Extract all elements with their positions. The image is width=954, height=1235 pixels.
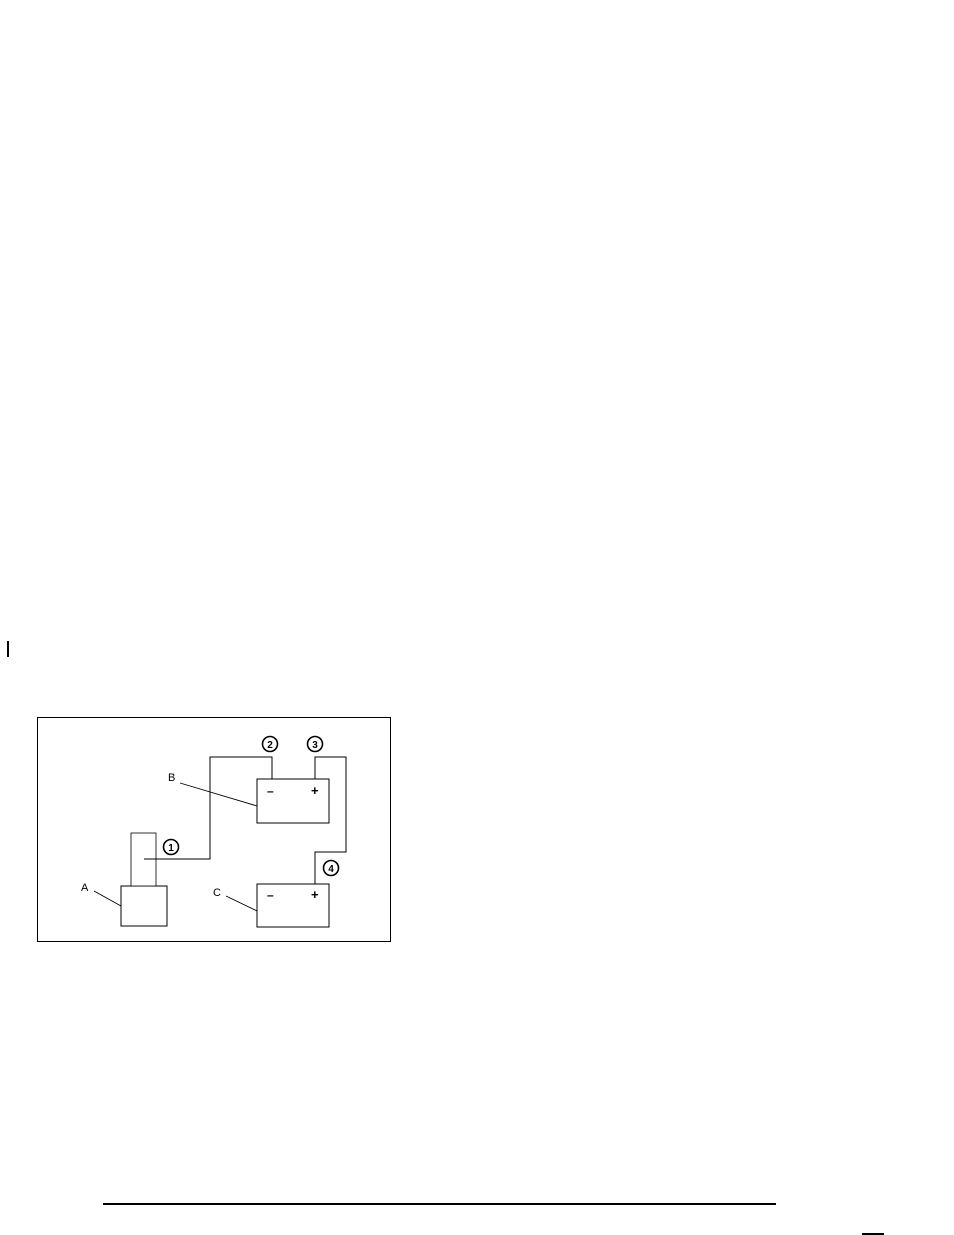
callout-4: 4 [328,864,334,875]
battery-c-negative-sign: – [267,888,274,902]
leader-b [180,783,257,806]
battery-b-negative-sign: – [267,784,274,798]
label-a: A [81,882,89,894]
label-c: C [213,887,221,899]
callout-2: 2 [267,740,273,751]
label-b: B [168,772,175,784]
leader-c [226,896,257,911]
negative-cable [144,757,272,859]
callout-3: 3 [312,740,318,751]
battery-b-positive-sign: + [311,783,319,798]
diagram-svg: A B C – + – + 1 2 3 4 [38,718,392,943]
component-a-box [121,886,167,926]
footer-rule [103,1203,776,1205]
revision-bar [7,641,9,657]
jump-start-diagram: A B C – + – + 1 2 3 4 [37,717,391,942]
leader-a [94,891,121,906]
callout-1: 1 [168,843,174,854]
battery-c-positive-sign: + [311,887,319,902]
